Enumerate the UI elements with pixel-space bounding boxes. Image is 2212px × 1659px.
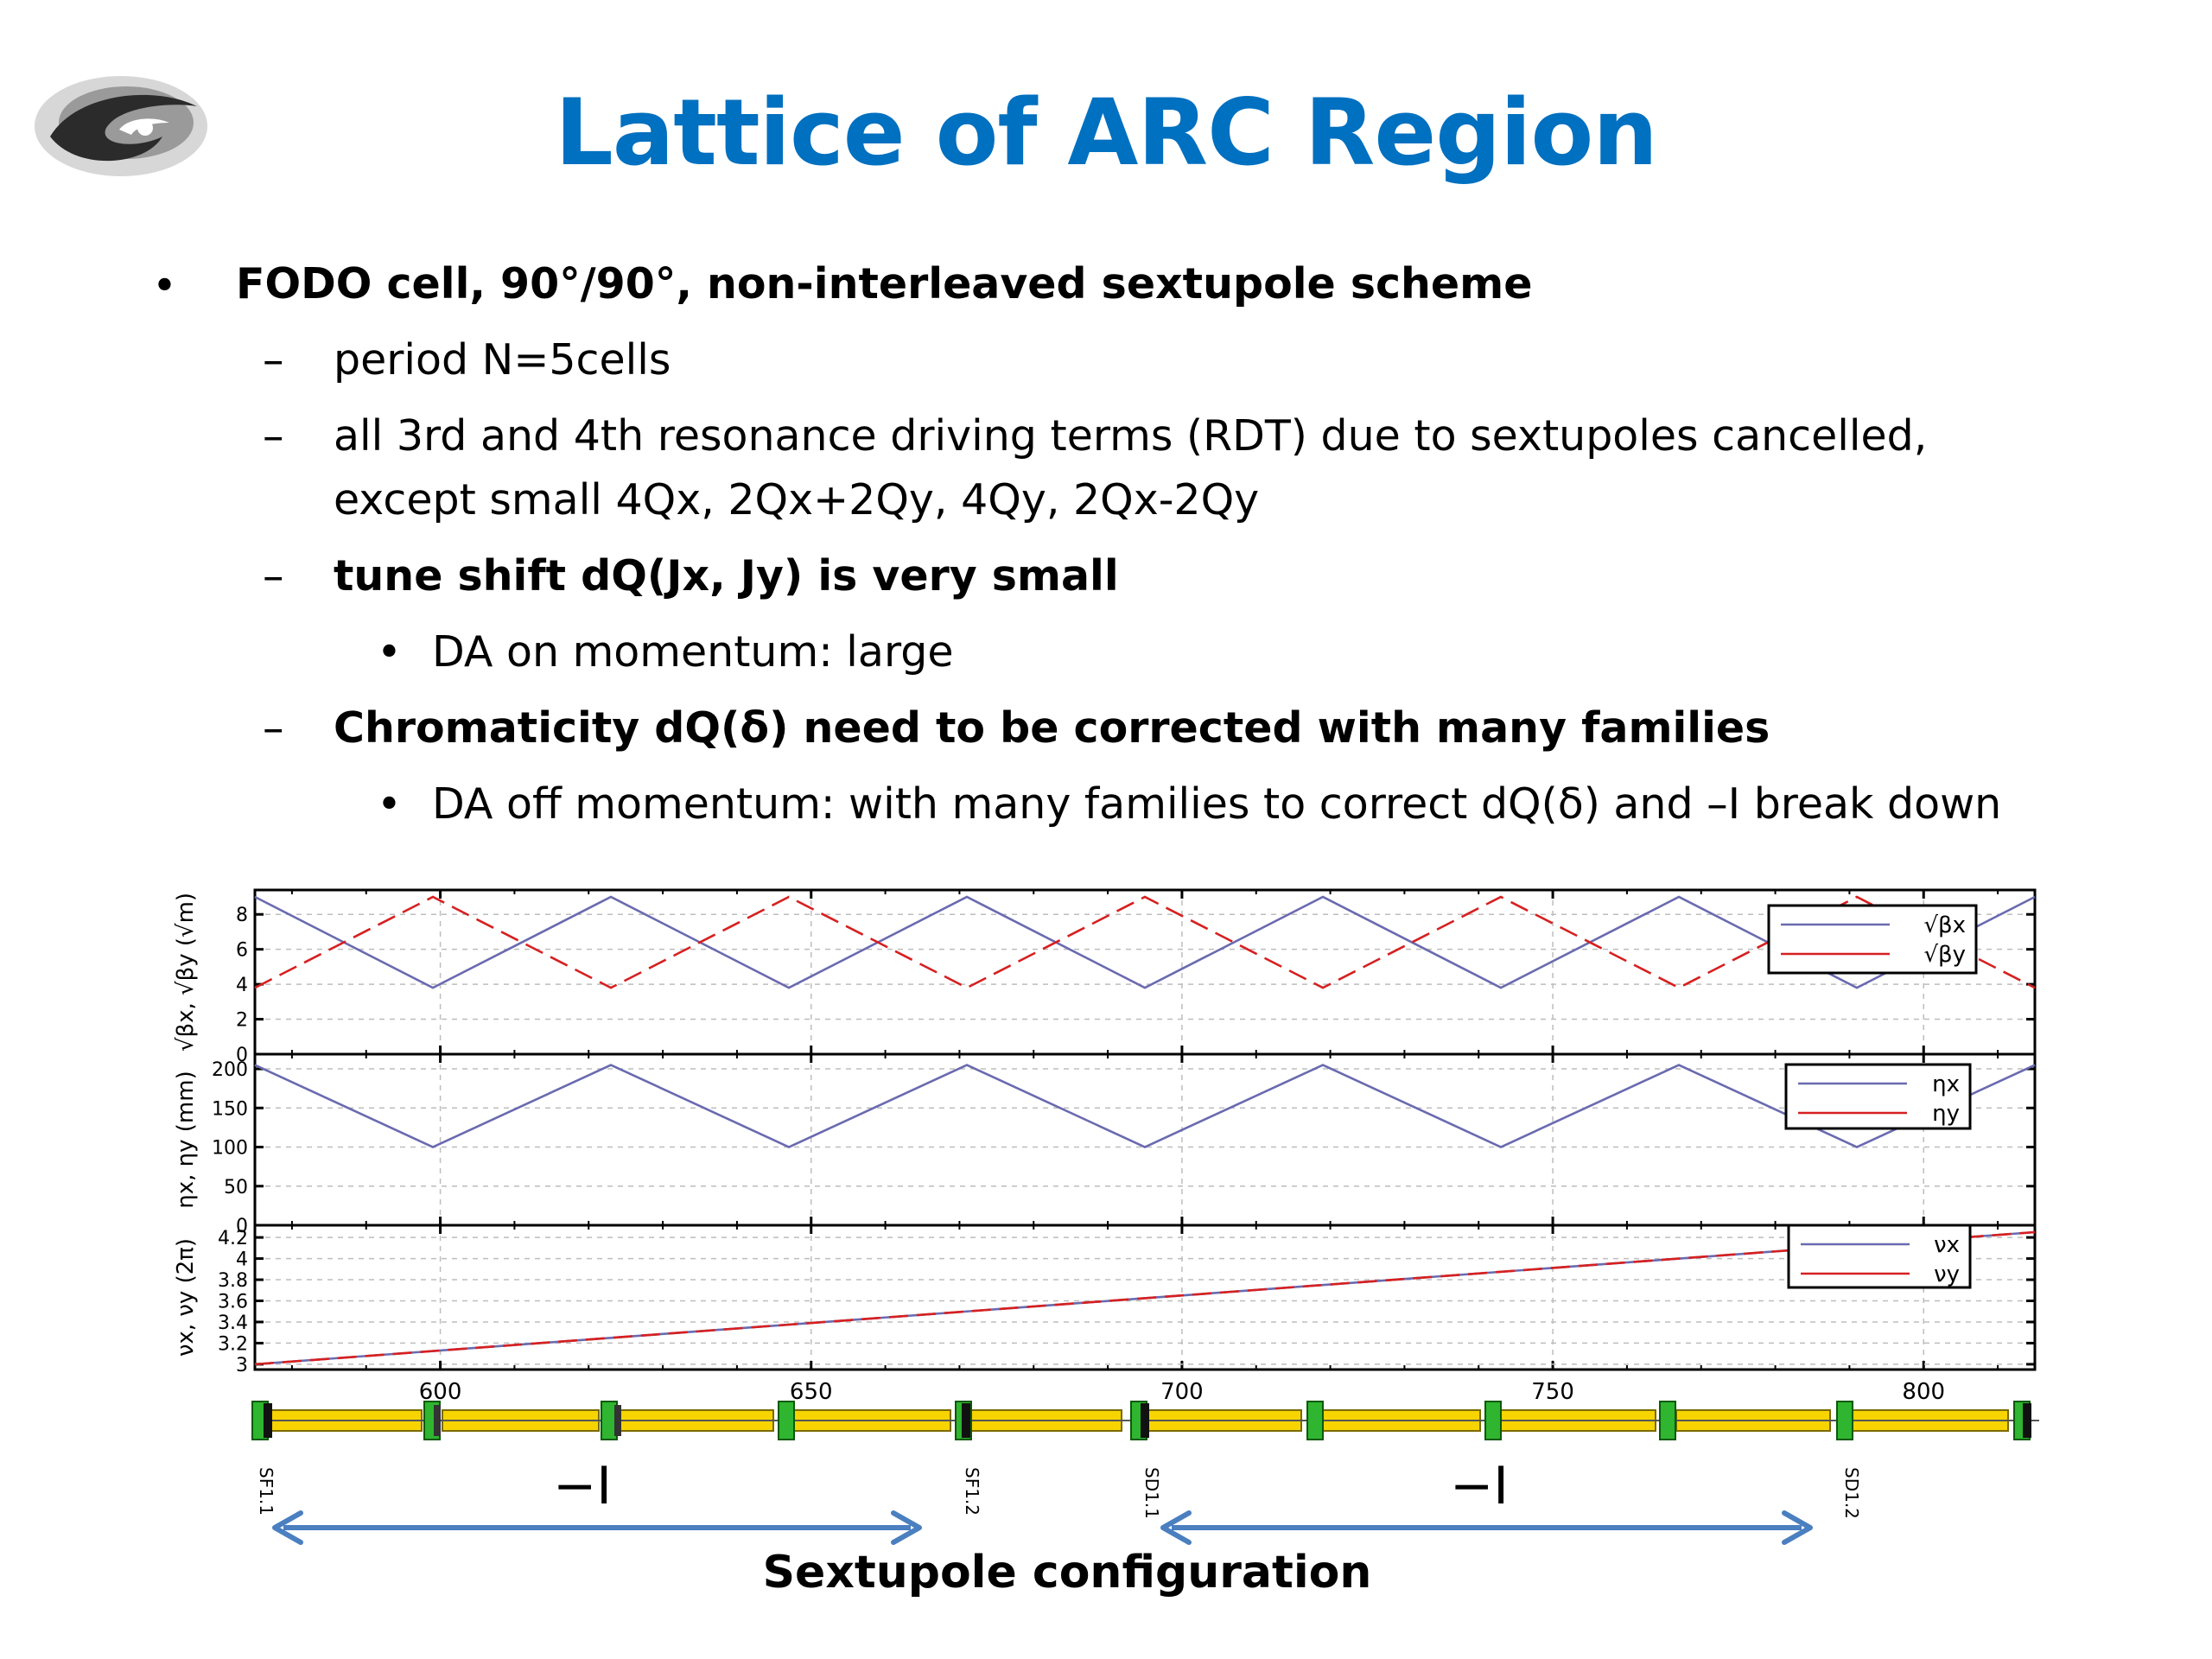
legend-box [1787,1224,1972,1289]
institute-logo [35,76,207,176]
y-tick-label: 3.4 [218,1313,248,1334]
y-tick-label: 200 [212,1059,248,1081]
series-line-1 [254,1064,2036,1148]
y-tick-label: 3.2 [218,1333,248,1355]
legend-entry: √βy [1923,942,1966,968]
dash-marker: – [263,335,284,385]
sextupole-magnet [434,1405,441,1436]
x-tick-label: 700 [1160,1379,1204,1405]
slide-title: Lattice of ARC Region [555,79,1658,186]
series-line-2 [254,895,2036,989]
bullet-da-on: DA on momentum: large [432,627,954,677]
legend-box [1767,904,1978,975]
bullet-period: period N=5cells [334,335,671,385]
sextupole-magnet [1141,1403,1149,1438]
range-arrow-2 [1160,1510,1813,1545]
figure-caption: Sextupole configuration [762,1547,1372,1599]
sextupole-label: SD1.1 [1141,1467,1162,1519]
dash-marker: – [263,703,284,753]
chart-panel-2: 0 50 100 150 200 ηx, ηy (mm) ηx ηy [173,1052,2037,1237]
y-tick-label: 0 [236,1045,248,1066]
y-tick-label: 4 [236,1249,248,1271]
x-tick-label: 800 [1902,1379,1945,1405]
sextupole-label: SF1.1 [256,1467,276,1516]
sextupole-label: SD1.2 [1841,1467,1862,1519]
bullet-main: FODO cell, 90°/90°, non-interleaved sext… [236,259,1533,308]
bullet-rdt-line1: all 3rd and 4th resonance driving terms … [334,411,1928,461]
quadrupole-magnet [1836,1401,1853,1440]
bullet-dot: • [377,779,402,829]
sextupole-magnet [264,1403,272,1438]
quadrupole-magnet [778,1401,795,1440]
y-tick-label: 0 [236,1216,248,1237]
y-tick-label: 4.2 [218,1228,248,1249]
bullet-dot: • [377,627,402,677]
y-tick-label: 150 [212,1098,248,1120]
series-line-1 [254,895,2036,989]
y-tick-label: 2 [236,1010,248,1032]
quadrupole-magnet [1659,1401,1676,1440]
arrow-head-left [272,1510,303,1545]
legend-entry: νy [1934,1262,1960,1287]
dash-marker: – [263,411,284,461]
y-axis-label: νx, νy (2π) [173,1238,199,1357]
x-tick-label: 750 [1531,1379,1574,1405]
legend-entry: νx [1934,1232,1960,1258]
lattice-figure: 0 2 4 6 8 √βx, √βy (√m) √βx √βy 0 50 100 150 200 ηx, … [173,888,2039,1545]
y-tick-label: 6 [236,940,248,962]
arrow-head-right [891,1510,922,1545]
y-tick-label: 100 [212,1138,248,1160]
y-axis-label: ηx, ηy (mm) [173,1071,199,1208]
y-tick-label: 50 [224,1177,248,1198]
plot-frame [253,1052,2037,1227]
arrow-head-left [1160,1510,1192,1545]
y-tick-label: 3 [236,1355,248,1376]
x-tick-label: 650 [790,1379,833,1405]
sextupole-magnet [962,1403,970,1438]
plot-frame [253,888,2037,1056]
y-tick-label: 3.6 [218,1292,248,1313]
bullet-chromaticity: Chromaticity dQ(δ) need to be corrected … [334,703,1770,753]
y-tick-label: 3.8 [218,1270,248,1292]
legend-entry: √βx [1923,912,1966,938]
arrow-head-right [1782,1510,1813,1545]
minus-i-label-1: −I [553,1456,612,1516]
legend-box [1784,1063,1972,1130]
sextupole-label: SF1.2 [962,1467,982,1516]
bullet-tune-shift: tune shift dQ(Jx, Jy) is very small [334,551,1119,601]
legend-entry: ηx [1932,1071,1960,1097]
sextupole-magnet [614,1405,621,1436]
legend-entry: ηy [1932,1101,1960,1127]
sextupole-magnet [2023,1403,2031,1438]
y-axis-label: √βx, √βy (√m) [173,893,199,1052]
minus-i-label-2: −I [1450,1456,1509,1516]
y-tick-label: 8 [236,905,248,926]
dash-marker: – [263,551,284,601]
bullet-dot: • [152,261,177,310]
plot-frame [253,1224,2037,1371]
range-arrow-1 [272,1510,922,1545]
chart-panel-1: 0 2 4 6 8 √βx, √βy (√m) √βx √βy [173,888,2037,1066]
quadrupole-magnet [1484,1401,1502,1440]
quadrupole-magnet [1306,1401,1324,1440]
series-line-2 [254,1230,2036,1366]
y-tick-label: 4 [236,975,248,996]
bullet-da-off: DA off momentum: with many families to c… [432,779,2002,829]
bullet-rdt-line2: except small 4Qx, 2Qx+2Qy, 4Qy, 2Qx-2Qy [334,475,1260,524]
